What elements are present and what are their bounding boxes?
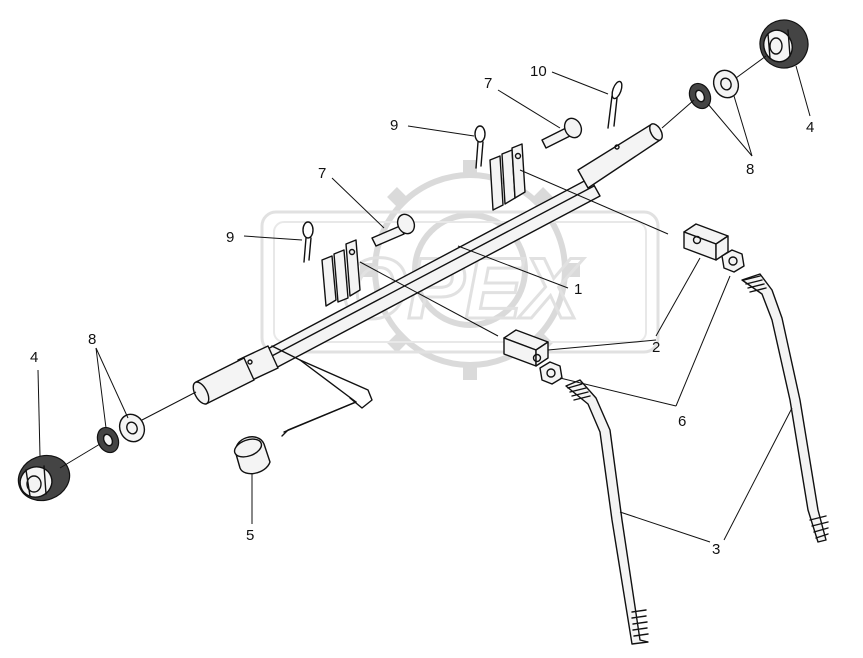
callout-2: 2 [652, 339, 660, 356]
main-shaft [192, 123, 663, 437]
lever-knob [233, 436, 271, 475]
callout-4-right: 4 [806, 119, 814, 136]
assembly-axis-lines [59, 55, 767, 469]
pin-lower [371, 213, 416, 247]
watermark-frame [260, 210, 660, 354]
hex-nut-upper [721, 249, 745, 273]
callout-8-left: 8 [88, 331, 96, 348]
callout-1: 1 [574, 281, 582, 298]
cotter-pin-top [607, 80, 623, 129]
callout-7-upper: 7 [484, 75, 492, 92]
callout-3: 3 [712, 541, 720, 558]
callout-7-lower: 7 [318, 165, 326, 182]
callout-4-left: 4 [30, 349, 38, 366]
callout-5: 5 [246, 527, 254, 544]
washer-pair-left [96, 413, 146, 454]
clamp-block-upper [683, 223, 729, 261]
hex-nut-lower [539, 361, 563, 385]
pin-upper [541, 117, 583, 149]
callout-10: 10 [530, 63, 547, 80]
callout-9-lower: 9 [226, 229, 234, 246]
clamp-block-lower [503, 329, 549, 367]
leader-lines [37, 65, 811, 543]
end-cap-left [17, 454, 71, 502]
callout-labels: 1 2 3 4 4 5 6 7 7 8 8 9 9 10 [30, 63, 814, 558]
tie-rod-left [565, 379, 649, 645]
cotter-pin-upper [474, 125, 486, 169]
cotter-pin-lower [302, 221, 314, 263]
washer-pair-right [688, 69, 740, 110]
end-cap-right [759, 19, 809, 69]
callout-6: 6 [678, 413, 686, 430]
tie-rod-right [741, 273, 829, 543]
callout-9-upper: 9 [390, 117, 398, 134]
shaft-bracket-right [489, 143, 526, 211]
shaft-bracket-left [321, 239, 361, 307]
callout-8-right: 8 [746, 161, 754, 178]
